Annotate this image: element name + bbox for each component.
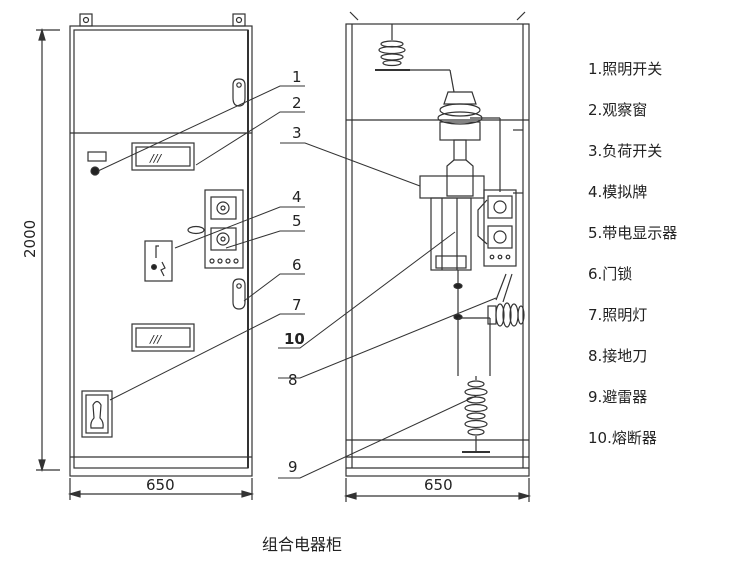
- legend-item-load-switch: 3.负荷开关: [588, 142, 663, 160]
- side-width-label: 650: [424, 476, 453, 494]
- door-lock: [232, 278, 246, 310]
- callout-10: 10: [284, 330, 305, 348]
- side-display-panel: [477, 189, 517, 267]
- front-view: [36, 13, 255, 500]
- callout-9: 9: [288, 458, 298, 476]
- earthing-switch: [453, 270, 513, 376]
- legend-item-observation-window: 2.观察窗: [588, 101, 648, 119]
- height-dimension-label: 2000: [21, 220, 39, 258]
- load-switch: [419, 139, 485, 271]
- leader-lines: [97, 85, 497, 479]
- legend-item-surge-arrester: 9.避雷器: [588, 388, 648, 406]
- callout-7: 7: [292, 296, 302, 314]
- live-display-panel: [204, 189, 244, 269]
- lighting-switch-knob: [90, 166, 100, 176]
- legend-item-mimic-board: 4.模拟牌: [588, 183, 648, 201]
- top-bushing: [375, 24, 455, 93]
- front-cabinet-outline: [69, 25, 253, 477]
- horizontal-insulator: [487, 302, 525, 328]
- legend-item-lighting-switch: 1.照明开关: [588, 60, 663, 78]
- lighting-lamp: [81, 390, 113, 438]
- callout-6: 6: [292, 256, 302, 274]
- callout-8: 8: [288, 371, 298, 389]
- figure-caption: 组合电器柜: [262, 535, 343, 554]
- corner-mark-left: [349, 11, 359, 21]
- callout-4: 4: [292, 188, 302, 206]
- knob: [187, 225, 205, 235]
- callout-2: 2: [292, 94, 302, 112]
- legend-item-fuse: 10.熔断器: [588, 429, 657, 447]
- lighting-switch: [87, 151, 107, 162]
- callout-3: 3: [292, 124, 302, 142]
- side-cabinet-outline: [345, 23, 530, 477]
- front-width-label: 650: [146, 476, 175, 494]
- legend-item-live-display: 5.带电显示器: [588, 224, 678, 242]
- side-view: [343, 11, 532, 502]
- observation-window-bottom: [131, 323, 195, 352]
- corner-mark-right: [516, 11, 526, 21]
- legend-item-earthing-switch: 8.接地刀: [588, 347, 648, 365]
- component-legend: 1.照明开关 2.观察窗 3.负荷开关 4.模拟牌 5.带电显示器 6.门锁 7…: [588, 58, 677, 468]
- callout-1: 1: [292, 68, 302, 86]
- legend-item-lighting-lamp: 7.照明灯: [588, 306, 648, 324]
- window-mark-top: ///: [149, 152, 162, 165]
- callout-5: 5: [292, 212, 302, 230]
- mimic-board: [144, 240, 173, 282]
- window-mark-bottom: ///: [149, 333, 162, 346]
- legend-item-door-lock: 6.门锁: [588, 265, 633, 283]
- door-handle-top: [232, 78, 246, 107]
- observation-window-top: [131, 142, 195, 171]
- lifting-lug-left: [79, 13, 93, 27]
- surge-arrester: [462, 376, 490, 453]
- lifting-lug-right: [232, 13, 246, 27]
